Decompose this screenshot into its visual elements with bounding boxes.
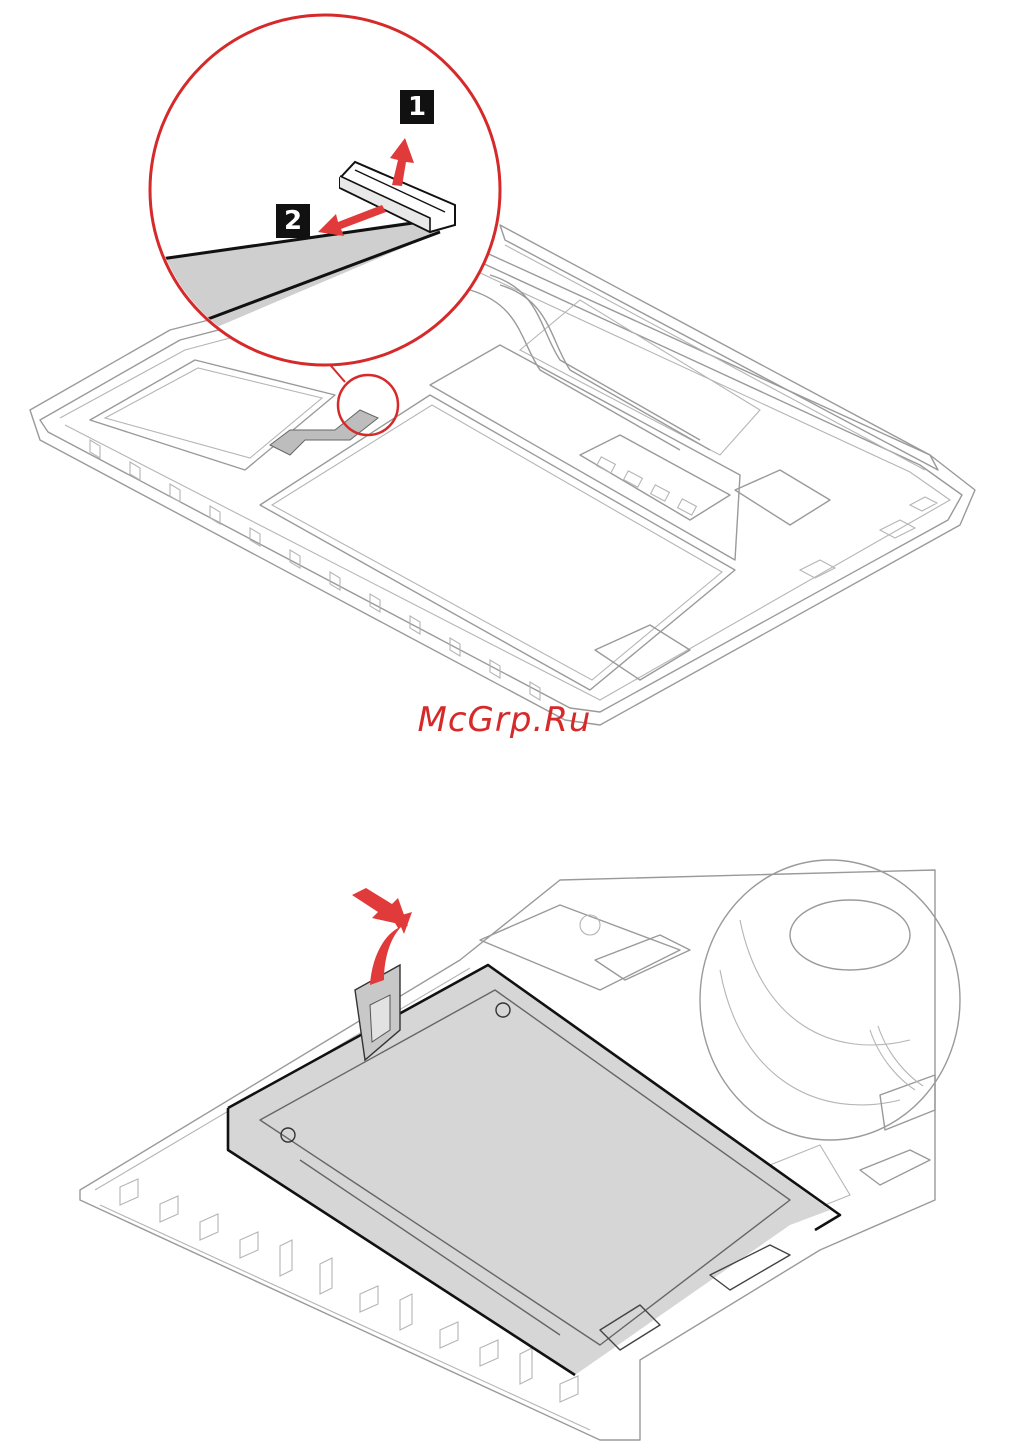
step-label-2: 2 (276, 204, 310, 238)
laptop-base-outline (30, 225, 975, 725)
watermark: McGrp.Ru (0, 700, 1009, 740)
storage-drive (228, 965, 840, 1375)
pull-tab (355, 965, 400, 1060)
arrow-lift-tab (370, 912, 412, 985)
figure-disconnect-cable (0, 0, 1009, 760)
arrow-lift-tab-head (352, 888, 408, 926)
chassis-outline (80, 860, 960, 1440)
magnified-connector-view (140, 15, 500, 365)
step-label-1: 1 (400, 90, 434, 124)
